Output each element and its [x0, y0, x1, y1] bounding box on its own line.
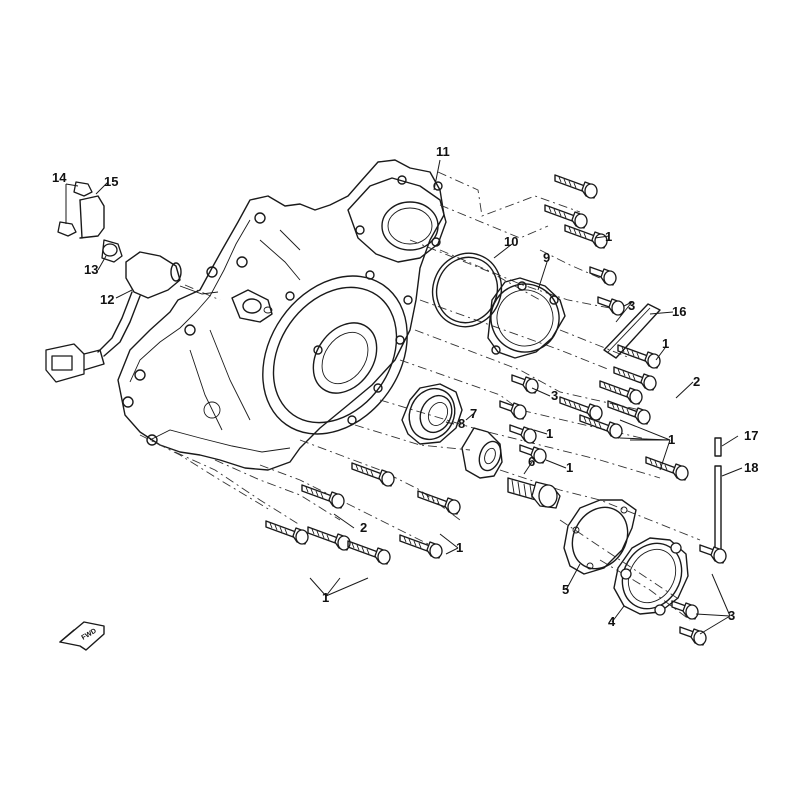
bolts-right-cluster	[559, 344, 689, 481]
assembly-centerlines	[139, 171, 701, 621]
callout-16: 16	[672, 304, 686, 319]
bolts-upper-right	[544, 174, 608, 249]
callout-11: 11	[436, 144, 450, 159]
callout-1-bottom: 1	[322, 590, 329, 605]
callout-3-bottom: 3	[728, 608, 735, 623]
collar-7	[461, 427, 503, 479]
callout-5: 5	[562, 582, 569, 597]
callout-9: 9	[543, 250, 550, 265]
callout-1-lower: 1	[456, 540, 463, 555]
plate-16	[603, 303, 661, 359]
sensor-12	[45, 251, 219, 383]
callout-17: 17	[744, 428, 758, 443]
callout-3-mid: 3	[551, 388, 558, 403]
pin-17	[714, 437, 722, 457]
cover-4	[613, 537, 689, 616]
callout-14: 14	[52, 170, 67, 185]
callout-12: 12	[100, 292, 114, 307]
callout-1-mid-b: 1	[566, 460, 573, 475]
callout-2-left: 2	[360, 520, 367, 535]
callout-1-top: 1	[605, 229, 612, 244]
bolts-14	[57, 181, 93, 237]
bolts-lower-left	[265, 462, 461, 565]
callout-10: 10	[504, 234, 518, 249]
callout-4: 4	[608, 614, 616, 629]
callout-6: 6	[528, 454, 535, 469]
o-ring-10	[431, 252, 503, 328]
callout-15: 15	[104, 174, 118, 189]
fwd-label: FWD	[81, 628, 98, 642]
bolts-middle	[499, 374, 547, 464]
bearing-8	[401, 383, 463, 445]
callout-13: 13	[84, 262, 98, 277]
bolt-6	[507, 477, 561, 509]
callout-1-cluster: 1	[668, 432, 675, 447]
callout-3-top: 3	[628, 298, 635, 313]
leader-lines	[65, 159, 743, 635]
callout-1-mid-a: 1	[546, 426, 553, 441]
callout-18: 18	[744, 460, 758, 475]
gasket-5	[563, 499, 637, 575]
callout-8: 8	[458, 416, 465, 431]
forward-direction-arrow: FWD	[59, 621, 105, 651]
callout-2-right: 2	[693, 374, 700, 389]
cover-9	[487, 277, 566, 359]
callout-labels: 11 10 9 1 3 16 1 2 3 1 1 1 7 8 6 2 1 1 5…	[52, 144, 758, 629]
callout-1-right: 1	[662, 336, 669, 351]
bracket-15	[79, 195, 105, 239]
bolt-13	[101, 239, 123, 263]
rod-18	[714, 465, 722, 553]
callout-7: 7	[470, 406, 477, 421]
crankcase-cover	[117, 159, 447, 471]
